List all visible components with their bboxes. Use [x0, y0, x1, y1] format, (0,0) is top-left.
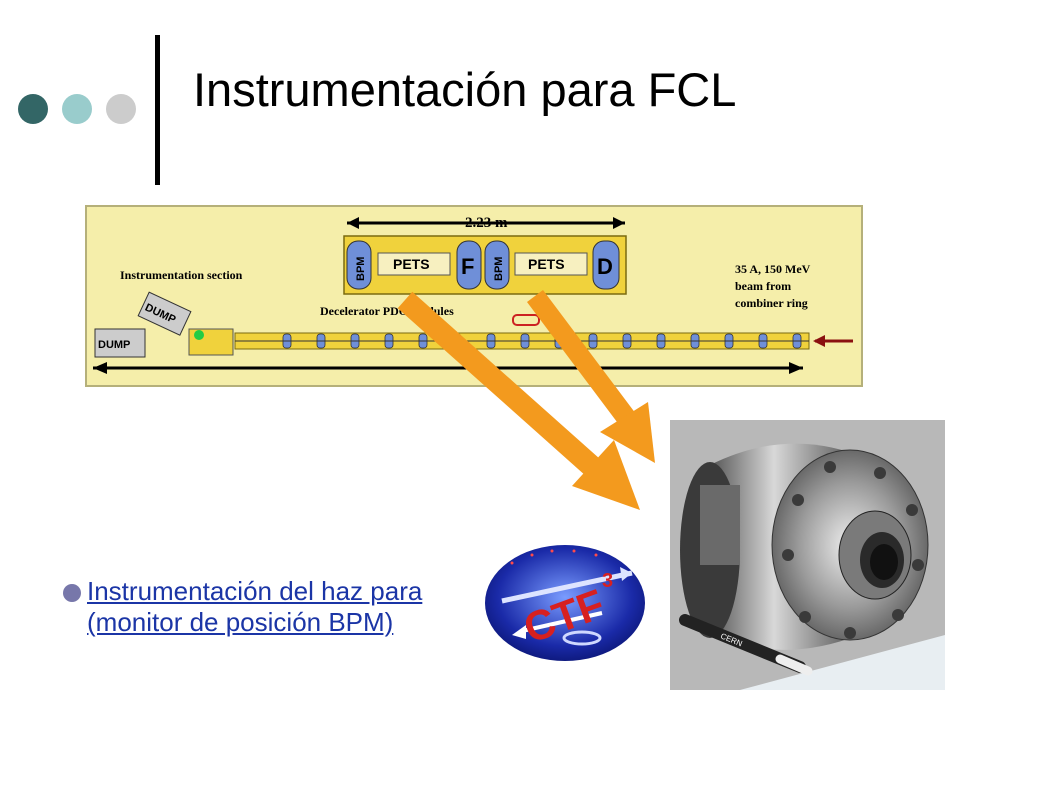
dump-block-1 [94, 328, 146, 358]
slide-title: Instrumentación para FCL [193, 63, 737, 116]
focusing-quad [456, 240, 482, 290]
bpm-module-2 [484, 240, 510, 290]
beam-label-1: 35 A, 150 MeV [735, 262, 811, 276]
pets-label-2: PETS [528, 256, 565, 272]
d-label: D [597, 254, 613, 279]
bpm-module-1 [346, 240, 372, 290]
dot-dark [18, 94, 48, 124]
decelerator-label: Decelerator PDO modules [320, 304, 454, 318]
title-rule [155, 35, 160, 185]
logo-superscript: 3 [602, 570, 613, 592]
beamline-diagram: 2.23 m BPM PETS F BPM PETS D Instrumenta… [85, 205, 863, 387]
bullet-text-part1[interactable]: Instrumentación del haz para [87, 576, 423, 606]
bpm-photo: CERN [670, 420, 945, 690]
bullet-dot [63, 584, 81, 602]
dimension-top-label: 2.23 m [465, 215, 508, 231]
pets-label-1: PETS [393, 256, 430, 272]
dot-teal [62, 94, 92, 124]
bullet-text-part2[interactable]: (monitor de posición BPM) [87, 607, 394, 637]
ctf3-logo: CTF 3 [485, 545, 645, 661]
dot-grey [106, 94, 136, 124]
bpm-label-2: BPM [493, 257, 505, 281]
dump-block-2 [137, 291, 192, 336]
f-label: F [461, 254, 474, 279]
defocusing-quad [592, 240, 620, 290]
beam-label-3: combiner ring [735, 296, 808, 310]
bpm-link[interactable]: Instrumentación del haz para (monitor de… [87, 576, 477, 638]
instrumentation-section-label: Instrumentation section [120, 268, 243, 282]
beam-label-2: beam from [735, 279, 791, 293]
dump-label-1: DUMP [98, 339, 130, 351]
bpm-label-1: BPM [355, 257, 367, 281]
